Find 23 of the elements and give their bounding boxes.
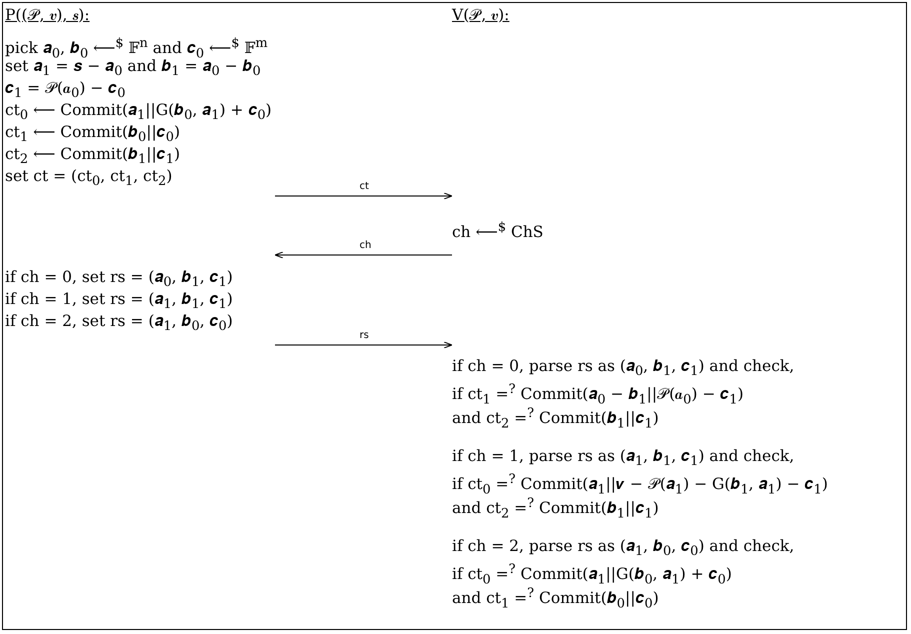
protocol-step: ct$_{2}$ ⟵ Commit(𝒃$_{1}$||𝒄$_{1}$) bbox=[5, 145, 180, 170]
verification-step: if ch = 0, parse rs as (𝒂$_{0}$, 𝒃$_{1}$, 𝒄$_{1}$) and check, bbox=[452, 357, 794, 382]
protocol-step: ct$_{1}$ ⟵ Commit(𝒃$_{0}$||𝒄$_{0}$) bbox=[5, 123, 180, 148]
protocol-step: ct$_{0}$ ⟵ Commit(𝒂$_{1}$||G(𝒃$_{0}$, 𝒂$_{1}$) + 𝒄$_{0}$) bbox=[5, 101, 272, 126]
arrow bbox=[274, 342, 452, 348]
protocol-step: set ct = (ct$_{0}$, ct$_{1}$, ct$_{2}$) bbox=[5, 167, 172, 192]
verification-step: and ct$_{1}$ =$^{?}$ Commit(𝒃$_{0}$||𝒄$_{0}$) bbox=[452, 585, 659, 614]
edge-label: ch bbox=[358, 240, 374, 251]
arrow bbox=[274, 252, 452, 258]
verification-step: and ct$_{2}$ =$^{?}$ Commit(𝒃$_{1}$||𝒄$_{1}$) bbox=[452, 405, 659, 434]
edge-label: ct bbox=[358, 181, 371, 192]
party-heading: V(𝒫, 𝒗): bbox=[452, 6, 510, 24]
protocol-step: if ch = 0, set rs = (𝒂$_{0}$, 𝒃$_{1}$, 𝒄$_{1}$) bbox=[5, 268, 233, 292]
verification-step: and ct$_{2}$ =$^{?}$ Commit(𝒃$_{1}$||𝒄$_{1}$) bbox=[452, 495, 659, 524]
protocol-step: if ch = 1, set rs = (𝒂$_{1}$, 𝒃$_{1}$, 𝒄$_{1}$) bbox=[5, 290, 233, 314]
verification-step: ch ⟵$^{$}$ ChS bbox=[452, 219, 544, 242]
verification-step: if ch = 2, parse rs as (𝒂$_{1}$, 𝒃$_{0}$, 𝒄$_{0}$) and check, bbox=[452, 537, 794, 562]
party-heading: P((𝒫, 𝒗), 𝒔): bbox=[5, 6, 90, 24]
arrow bbox=[274, 192, 452, 200]
protocol-step: 𝒄$_{1}$ = 𝒫(𝒂$_{0}$) − 𝒄$_{0}$ bbox=[5, 79, 126, 104]
verification-step: if ch = 1, parse rs as (𝒂$_{1}$, 𝒃$_{1}$, 𝒄$_{1}$) and check, bbox=[452, 447, 794, 472]
protocol-step: if ch = 2, set rs = (𝒂$_{1}$, 𝒃$_{0}$, 𝒄$_{0}$) bbox=[5, 312, 233, 336]
edge-label: rs bbox=[358, 330, 371, 341]
